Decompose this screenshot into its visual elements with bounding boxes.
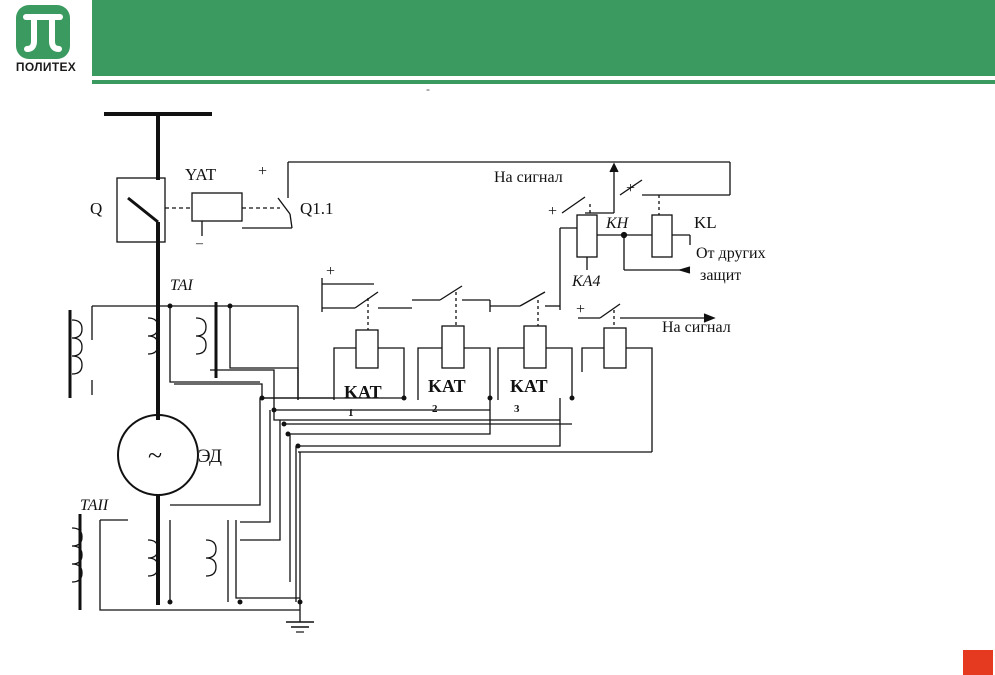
page-title: - [426,82,430,96]
label-plus-q: + [258,163,267,180]
logo-text: ПОЛИТЕХ [15,60,77,74]
label-plus-signal: + [576,301,585,318]
label-ot-drugih-1: От других [696,245,766,262]
label-na-signal-top: На сигнал [494,169,563,186]
label-ka4: KA4 [571,273,600,290]
label-kat-3-sub: 3 [514,403,520,415]
label-motor: ЭД [198,446,222,467]
label-plus-ka4: + [548,203,557,220]
label-tai: TAI [170,277,193,294]
label-kat-3: KAT [510,376,548,396]
label-q11: Q1.1 [300,199,334,218]
label-plus-kat: + [326,263,335,280]
diagram-junctions [167,232,627,605]
motor-symbol: ~ [148,441,162,470]
label-kat-1-sub: 1 [348,407,354,419]
diagram-labels: YAT Q Q1.1 + – На сигнал + + KH KL От др… [80,163,766,514]
header-rule [92,80,995,84]
diagram-wires [68,112,731,633]
label-kl: KL [694,213,717,232]
label-kat-2-sub: 2 [432,403,438,415]
logo-mark [16,5,70,59]
label-yat: YAT [185,165,217,184]
pi-logo-icon [23,14,63,52]
label-ot-drugih-2: защит [700,267,741,284]
label-plus-kh: + [626,180,635,197]
logo: ПОЛИТЕХ [0,0,92,76]
accent-box [963,650,993,675]
label-minus-yat: – [195,236,204,251]
label-kh: KH [605,215,630,232]
label-q: Q [90,199,102,218]
label-kat-1: KAT [344,382,382,402]
label-na-signal-bottom: На сигнал [662,319,731,336]
label-taii: TAII [80,497,109,514]
label-kat-2: KAT [428,376,466,396]
header-band [92,0,995,76]
